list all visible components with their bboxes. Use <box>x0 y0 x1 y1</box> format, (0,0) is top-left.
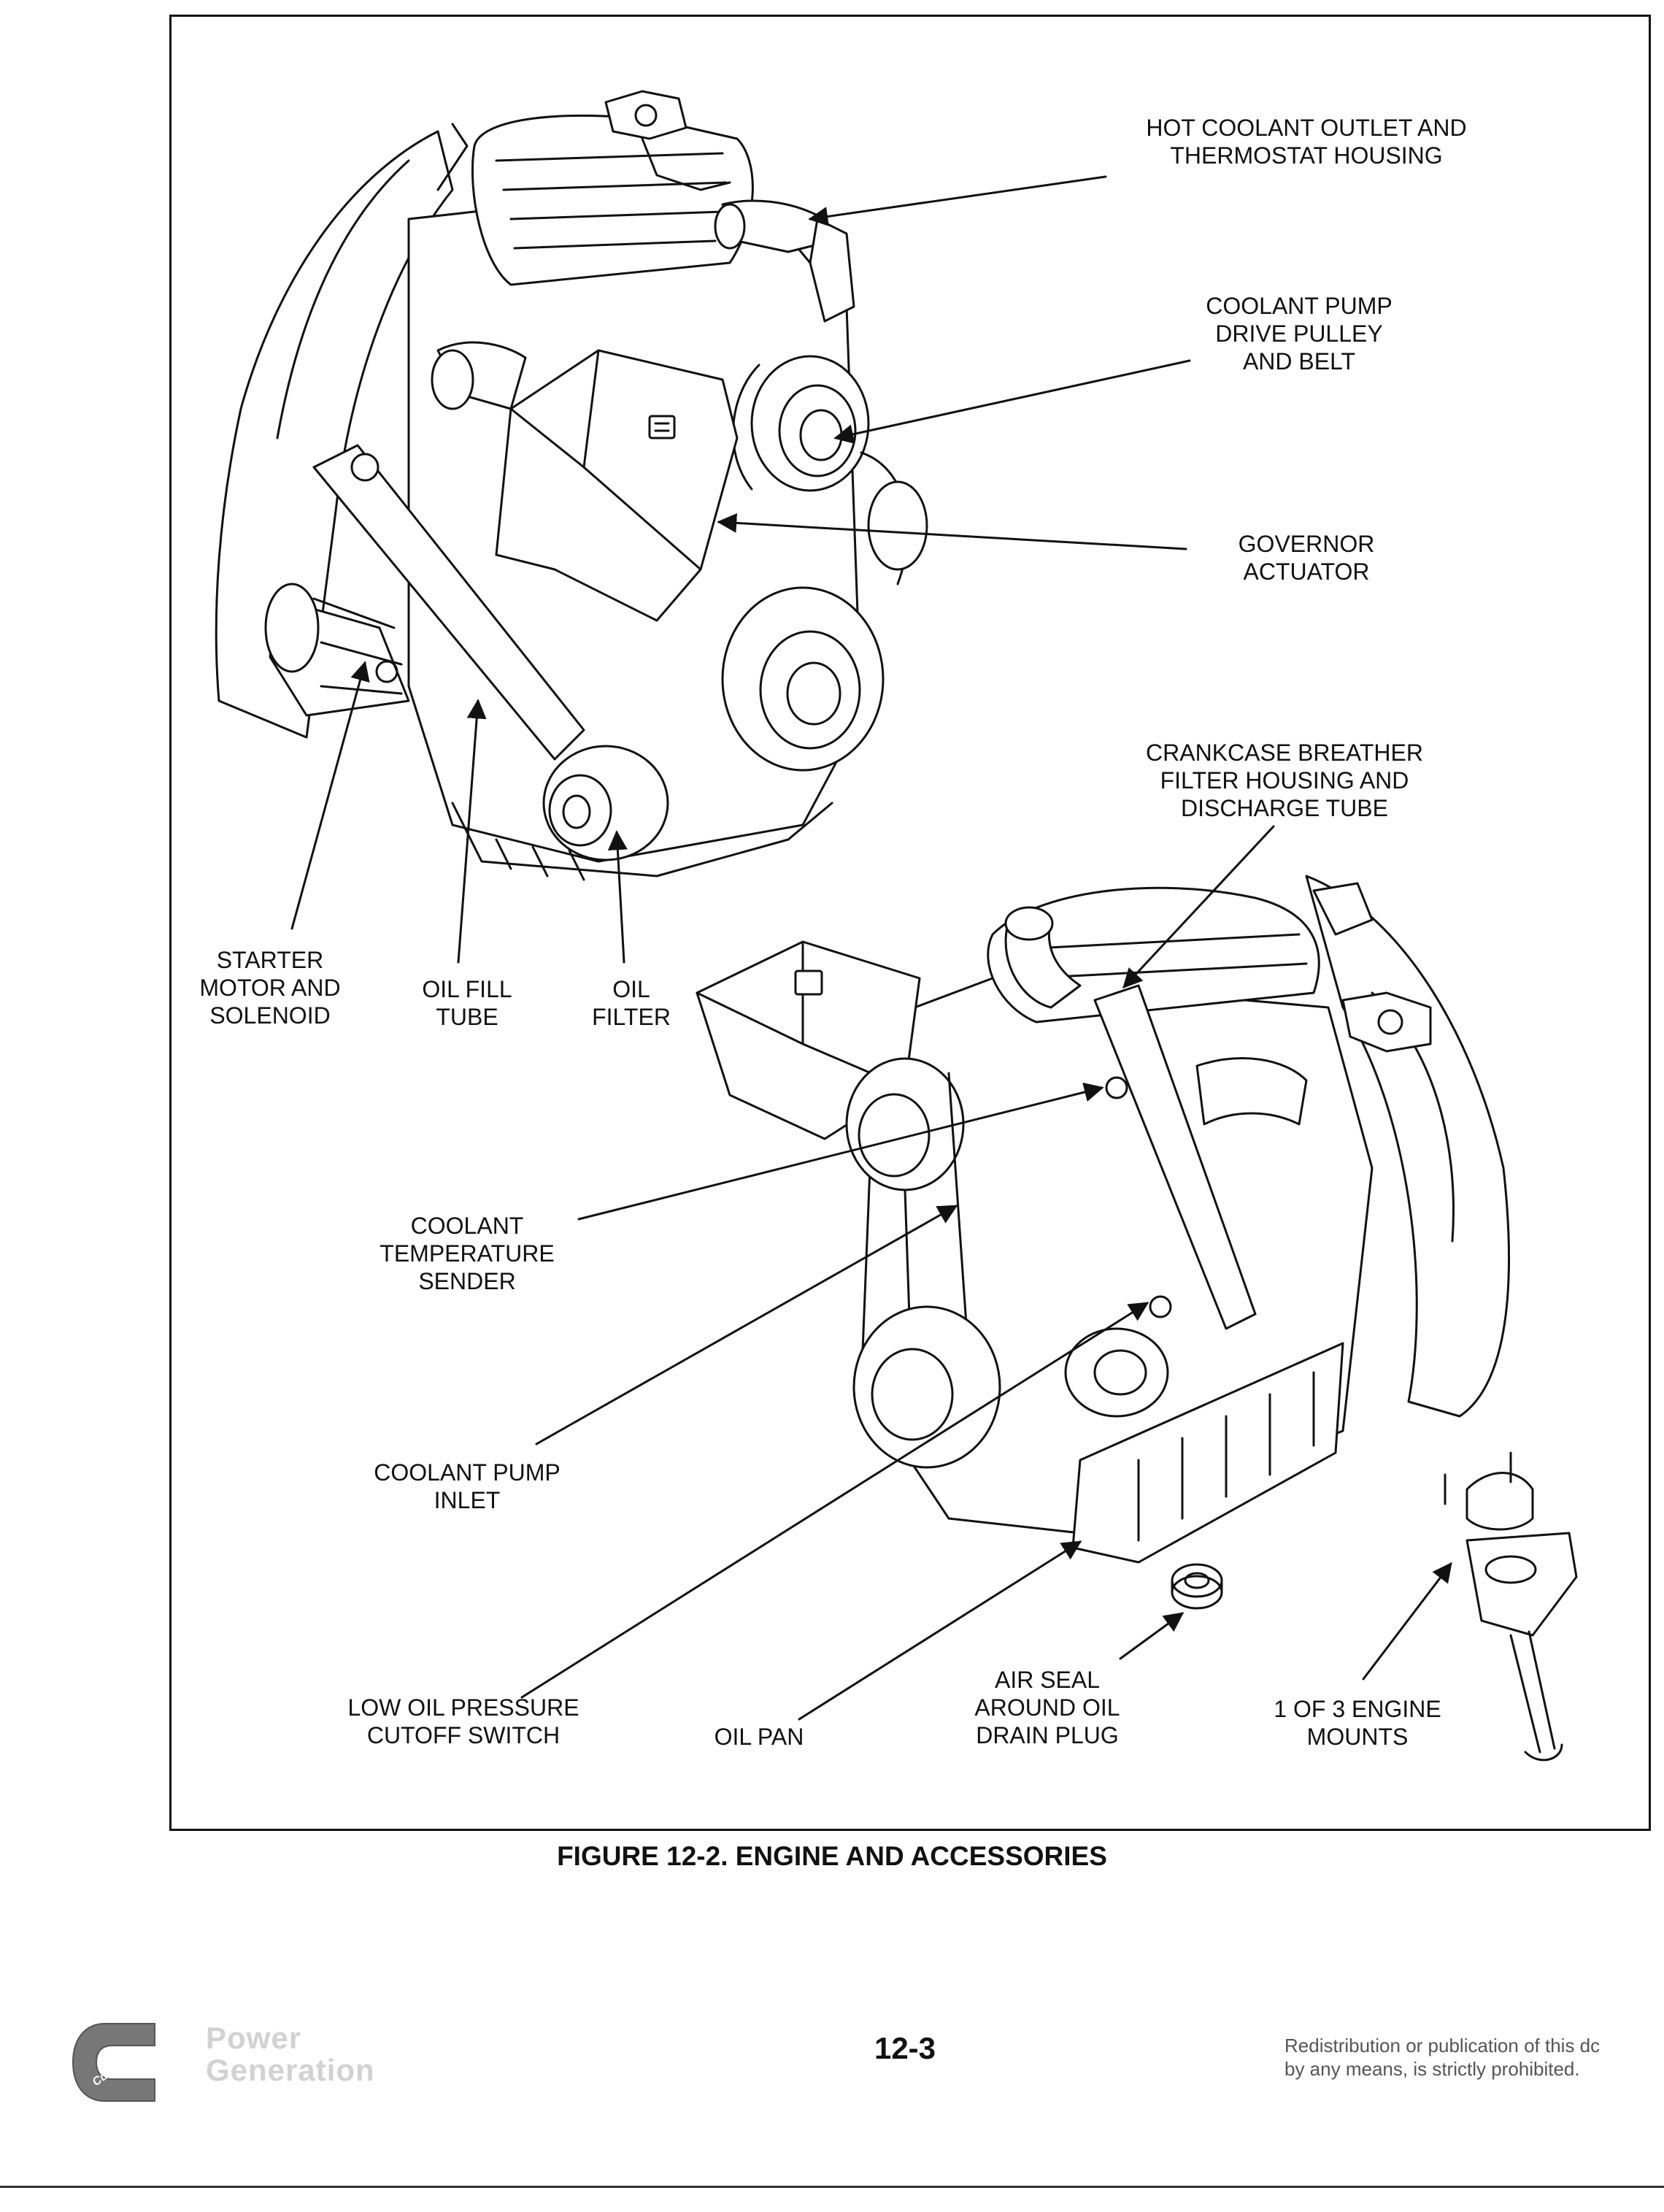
label-air-seal-drain-plug: AIR SEAL AROUND OIL DRAIN PLUG <box>974 1667 1120 1748</box>
label-coolant-temperature-sender: COOLANT TEMPERATURE SENDER <box>380 1213 555 1294</box>
label-starter-motor: STARTER MOTOR AND SOLENOID <box>199 947 341 1029</box>
label-coolant-pump-pulley: COOLANT PUMP DRIVE PULLEY AND BELT <box>1206 293 1393 375</box>
label-oil-fill-tube: OIL FILL TUBE <box>422 976 512 1030</box>
label-coolant-pump-inlet: COOLANT PUMP INLET <box>374 1459 561 1513</box>
label-engine-mounts: 1 OF 3 ENGINE MOUNTS <box>1274 1696 1441 1750</box>
label-oil-pan: OIL PAN <box>714 1724 804 1750</box>
cummins-logo: Cummins <box>72 2023 155 2102</box>
engine-illustration <box>215 90 1578 1762</box>
figure-frame <box>169 15 1651 1831</box>
label-hot-coolant-outlet: HOT COOLANT OUTLET AND THERMOSTAT HOUSIN… <box>1146 115 1467 169</box>
label-low-oil-pressure-switch: LOW OIL PRESSURE CUTOFF SWITCH <box>347 1694 579 1748</box>
label-oil-filter: OIL FILTER <box>592 976 671 1030</box>
label-crankcase-breather: CRANKCASE BREATHER FILTER HOUSING AND DI… <box>1146 740 1423 821</box>
lower-engine-drawing <box>696 875 1578 1762</box>
power-generation-text: Power Generation <box>206 2021 375 2087</box>
upper-engine-drawing <box>215 90 928 881</box>
figure-caption: FIGURE 12-2. ENGINE AND ACCESSORIES <box>557 1841 1107 1871</box>
callout-leaders <box>290 175 1452 1721</box>
bottom-rule <box>0 2186 1664 2188</box>
page-number: 12-3 <box>874 2031 936 2065</box>
label-governor-actuator: GOVERNOR ACTUATOR <box>1238 531 1375 585</box>
redistribution-notice: Redistribution or publication of this dc… <box>1284 2035 1601 2080</box>
